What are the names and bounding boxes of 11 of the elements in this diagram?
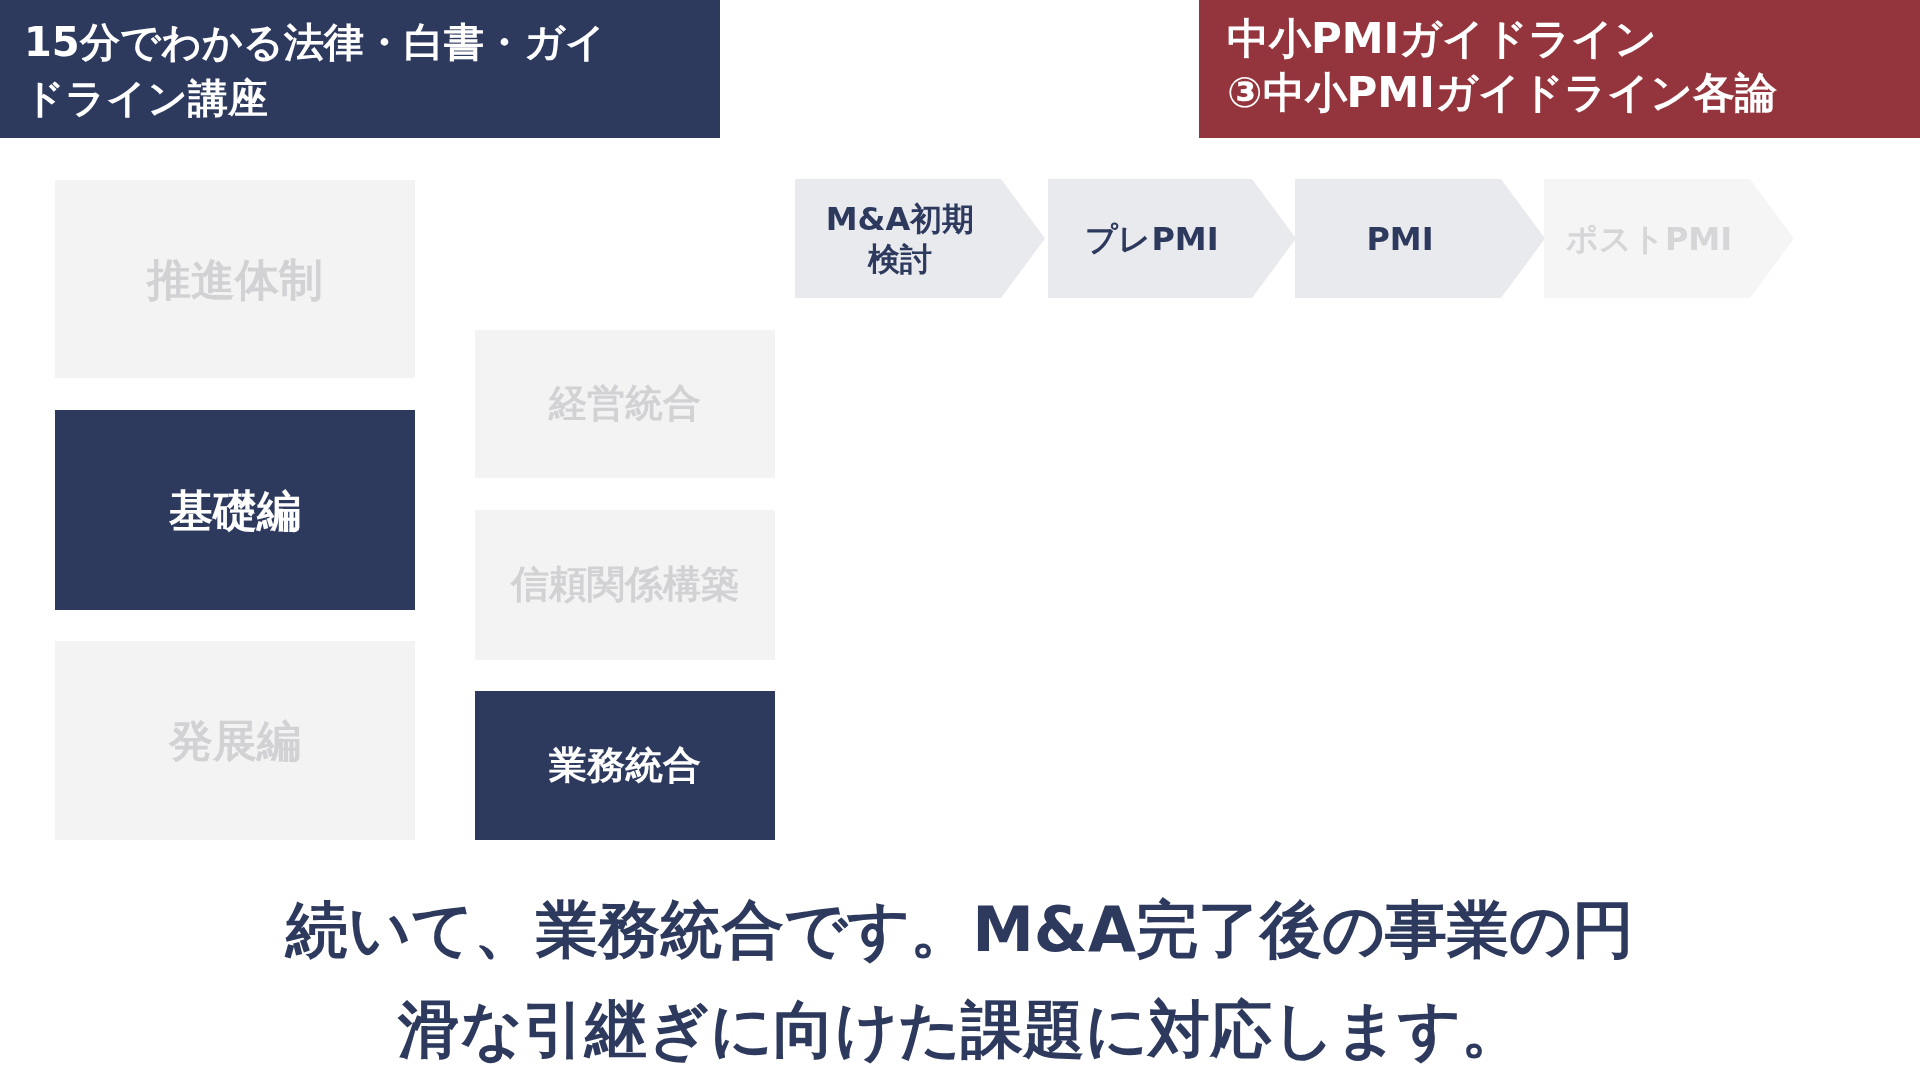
step-label: M&A初期検討 [824, 198, 976, 279]
caption-text: 続いて、業務統合です。M&A完了後の事業の円滑な引継ぎに向けた課題に対応します。 [283, 892, 1635, 1068]
topic-label: 基礎編 [169, 483, 301, 538]
topic-label: 業務統合 [549, 741, 701, 789]
selected-box [475, 691, 775, 840]
step-label: プレPMI [1085, 218, 1219, 259]
step-label: PMI [1366, 218, 1434, 259]
title-text: 15分でわかる法律・白書・ガイドライン講座 [24, 18, 607, 123]
selected-box [55, 410, 415, 610]
subtitle-text: ③中小PMIガイドライン各論 [1227, 67, 1777, 119]
subtitle-text: 中小PMIガイドライン [1227, 13, 1658, 65]
